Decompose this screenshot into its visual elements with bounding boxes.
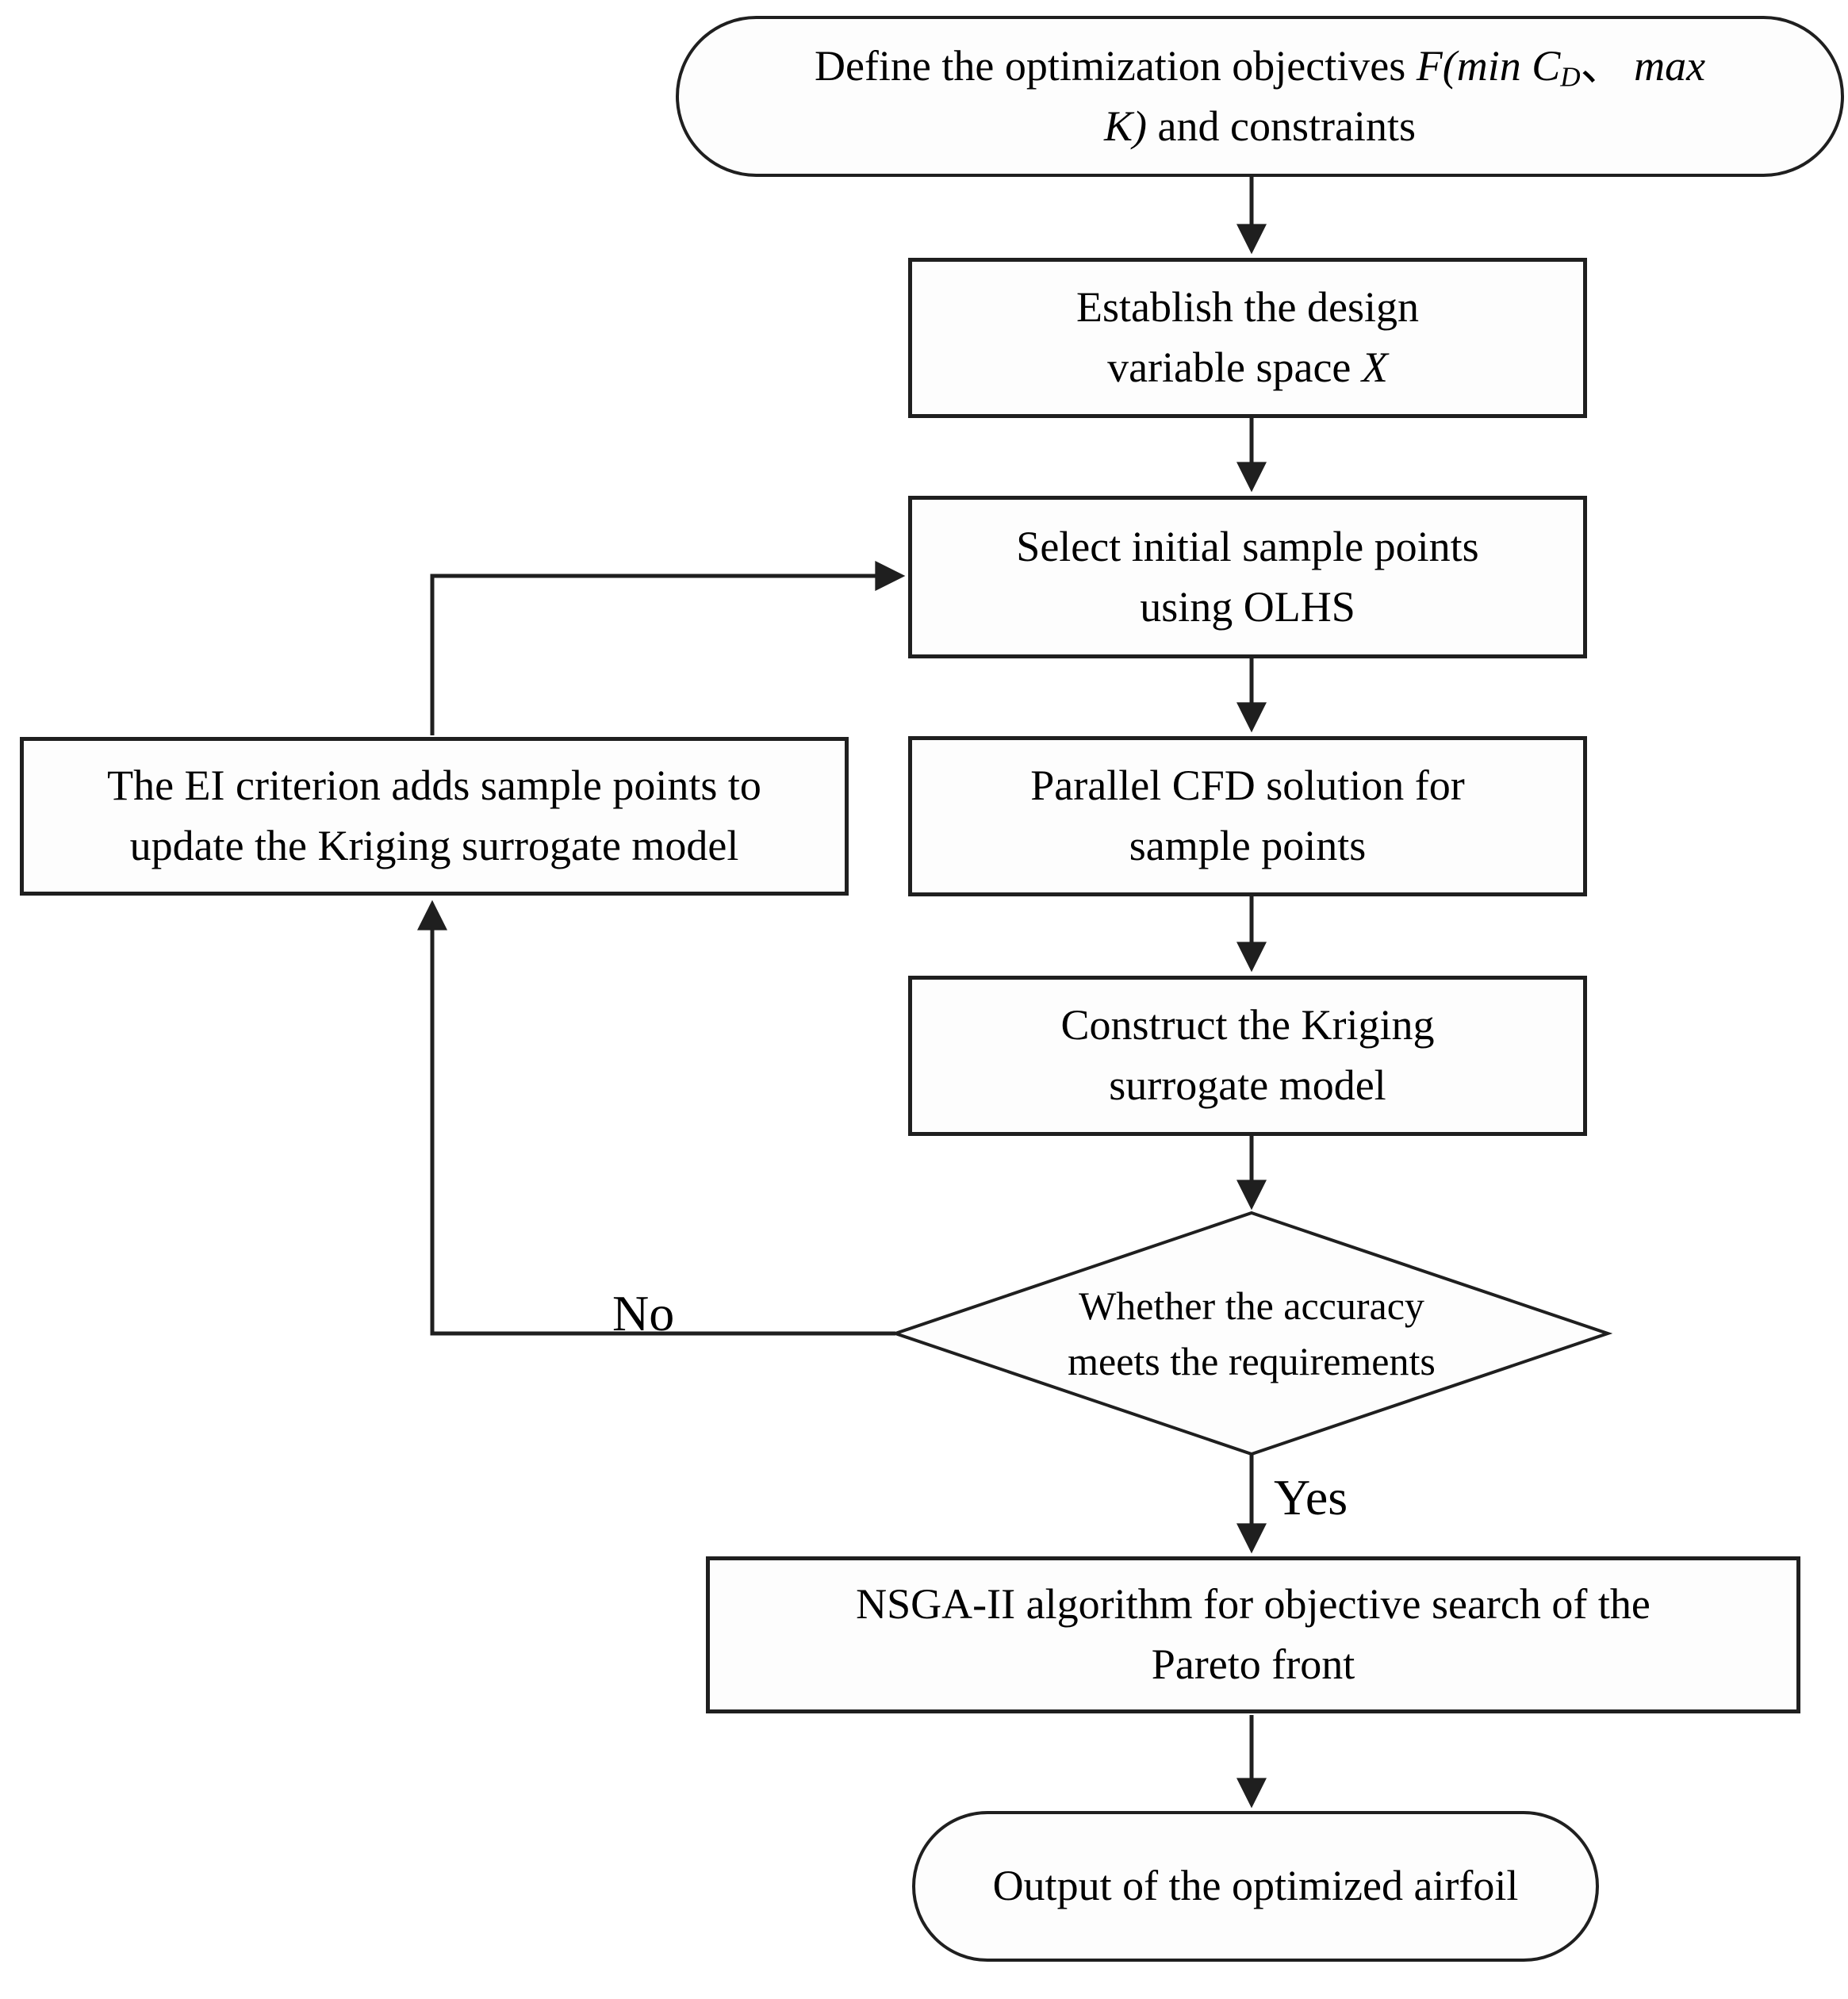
node-construct-kriging: Construct the Kriging surrogate model (908, 976, 1587, 1136)
node-output-airfoil: Output of the optimized airfoil (912, 1811, 1599, 1962)
node-text-line: NSGA-II algorithm for objective search o… (856, 1580, 1651, 1629)
node-text-line: Pareto front (1151, 1640, 1355, 1688)
node-text-line: using OLHS (1140, 582, 1355, 631)
node-ei-criterion: The EI criterion adds sample points to u… (20, 737, 849, 896)
node-text-line: K) and constraints (1104, 102, 1416, 150)
edge-label-no: No (612, 1285, 675, 1341)
node-select-sample-points: Select initial sample points using OLHS (908, 496, 1587, 658)
node-text-line: Establish the design (1076, 283, 1419, 332)
node-parallel-cfd: Parallel CFD solution for sample points (908, 736, 1587, 896)
arrow-ei-to-select (430, 561, 906, 735)
node-text-line: Output of the optimized airfoil (992, 1862, 1519, 1910)
node-text-line: sample points (1129, 822, 1367, 869)
node-text-line: meets the requirements (1068, 1339, 1436, 1383)
node-text-line: variable space X (1107, 343, 1388, 391)
node-define-objectives: Define the optimization objectives F(min… (676, 16, 1844, 177)
node-text-line: Construct the Kriging (1060, 1001, 1435, 1049)
node-accuracy-decision: Whether the accuracy meets the requireme… (936, 1239, 1567, 1428)
node-text-line: The EI criterion adds sample points to (107, 762, 761, 810)
node-establish-design-space: Establish the design variable space X (908, 258, 1587, 418)
node-nsga2-search: NSGA-II algorithm for objective search o… (706, 1556, 1800, 1713)
edge-label-yes: Yes (1274, 1469, 1348, 1525)
node-text-line: surrogate model (1109, 1061, 1386, 1109)
node-text-line: Parallel CFD solution for (1030, 762, 1465, 810)
node-text-line: Whether the accuracy (1079, 1283, 1424, 1328)
decision-diamond-shape (890, 1211, 1613, 1456)
node-text-line: update the Kriging surrogate model (129, 822, 739, 869)
node-text-line: Define the optimization objectives F(min… (814, 41, 1706, 93)
node-text-line: Select initial sample points (1016, 522, 1479, 570)
arrow-no-decision-to-ei (417, 900, 895, 1336)
